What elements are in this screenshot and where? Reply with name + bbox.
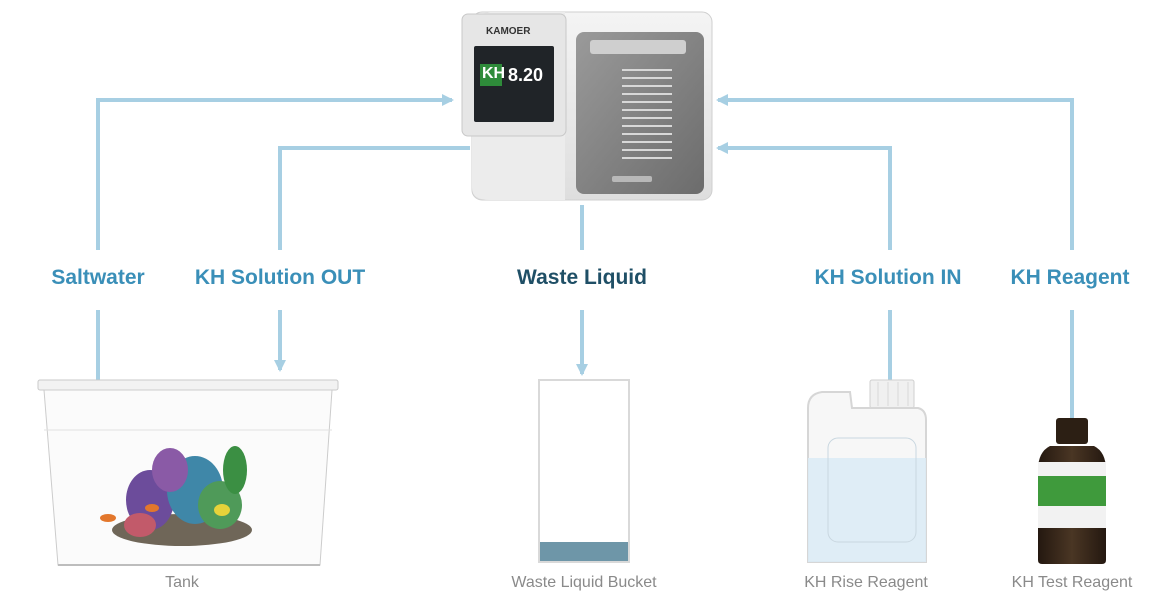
caption-test-reagent: KH Test Reagent xyxy=(1011,574,1133,591)
saltwater-line-upper xyxy=(96,94,454,250)
label-kh-solution-out: KH Solution OUT xyxy=(194,266,366,289)
label-waste-liquid: Waste Liquid xyxy=(517,266,647,289)
reagent-jug-icon xyxy=(807,379,927,563)
device-reading: 8.20 xyxy=(508,65,544,85)
waste-bucket-icon xyxy=(538,379,630,563)
label-kh-solution-in: KH Solution IN xyxy=(814,266,962,289)
kh-solution-out-line-upper xyxy=(278,146,470,250)
caption-tank: Tank xyxy=(165,574,199,591)
device-screen-title: KH xyxy=(482,65,506,82)
flow-lines xyxy=(96,94,1074,540)
device-brand: KAMOER xyxy=(486,26,531,37)
caption-rise-reagent: KH Rise Reagent xyxy=(804,574,928,591)
label-saltwater: Saltwater xyxy=(51,266,145,289)
label-kh-reagent: KH Reagent xyxy=(1010,266,1130,289)
stirrer-fins-icon xyxy=(622,69,672,159)
reagent-bottle-icon xyxy=(1038,418,1106,564)
coral-reef-icon xyxy=(100,446,252,546)
caption-waste-bucket: Waste Liquid Bucket xyxy=(511,574,657,591)
kh-reagent-line-upper xyxy=(716,94,1074,250)
kh-solution-in-line-upper xyxy=(716,142,892,250)
kh-monitor-device-icon xyxy=(461,11,713,201)
